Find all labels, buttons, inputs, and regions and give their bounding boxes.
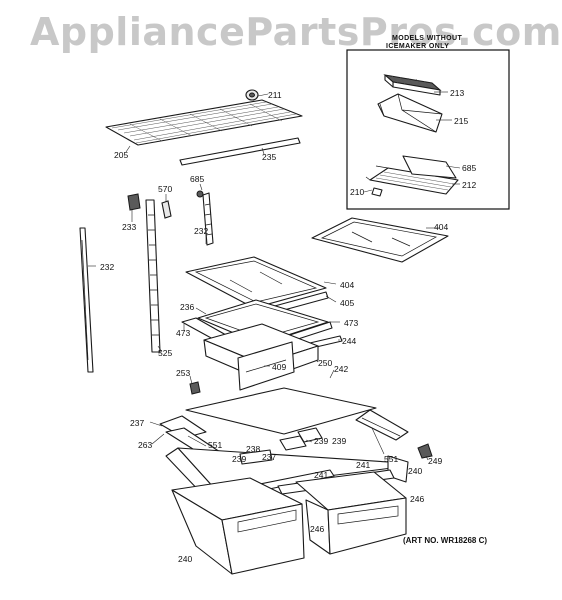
rear-ladder-part (202, 192, 214, 246)
crisper-drawer-right-part (295, 471, 407, 555)
wire-shelf-part (105, 99, 303, 146)
callout-685: 685 (190, 174, 204, 184)
callout-244: 244 (342, 336, 356, 346)
callout-211: 211 (268, 90, 282, 100)
callout-237-center: 237 (262, 452, 276, 462)
callout-213: 213 (450, 88, 464, 98)
callout-215: 215 (454, 116, 468, 126)
crisper-drawer-left-part (171, 477, 305, 575)
callout-205: 205 (114, 150, 128, 160)
callout-246-center: 246 (310, 524, 324, 534)
inset-title-line1: MODELS WITHOUT (392, 35, 462, 42)
callout-235: 235 (262, 152, 276, 162)
callout-685-inset: 685 (462, 163, 476, 173)
callout-240-left: 240 (178, 554, 192, 564)
callout-525: 525 (158, 348, 172, 358)
right-glass-shelf-part (311, 217, 449, 263)
callout-236: 236 (180, 302, 194, 312)
knob-part (245, 89, 259, 101)
callout-237-left: 237 (130, 418, 144, 428)
callout-263: 263 (138, 440, 152, 450)
leader-lines (88, 91, 461, 461)
callout-239-center: 239 (314, 436, 328, 446)
left-long-rail-part (79, 227, 94, 373)
callout-241-right: 241 (356, 460, 370, 470)
callout-242: 242 (334, 364, 348, 374)
callout-473-left: 473 (176, 328, 190, 338)
cover-frame-part (159, 409, 433, 459)
shelf-trim-part (179, 137, 301, 166)
callout-239-left: 239 (232, 454, 246, 464)
callout-labels: 211 205 235 685 570 233 232 232 404 404 … (100, 88, 476, 564)
callout-551-right: 551 (384, 454, 398, 464)
callout-238: 238 (246, 444, 260, 454)
ice-tray-part (383, 74, 442, 96)
ice-bucket-part (377, 93, 443, 133)
callout-241-center: 241 (314, 470, 328, 480)
callout-405: 405 (340, 298, 354, 308)
callout-239-right: 239 (332, 436, 346, 446)
bracket-parts (127, 190, 204, 219)
art-number: (ART NO. WR18268 C) (403, 536, 488, 545)
inset-title-line2: ICEMAKER ONLY (386, 43, 449, 50)
callout-473-right: 473 (344, 318, 358, 328)
watermark-text: AppliancePartsPros.com (30, 10, 562, 54)
callout-253: 253 (176, 368, 190, 378)
callout-232-rear: 232 (194, 226, 208, 236)
callout-551-left: 551 (208, 440, 222, 450)
icemaker-shelf-part (365, 155, 459, 197)
callout-409: 409 (272, 362, 286, 372)
shelf-ladder-part (145, 199, 161, 353)
callout-570: 570 (158, 184, 172, 194)
crisper-cover-part (185, 387, 377, 435)
callout-240-right: 240 (408, 466, 422, 476)
callout-212: 212 (462, 180, 476, 190)
callout-250: 250 (318, 358, 332, 368)
callout-404-right: 404 (434, 222, 448, 232)
callout-210: 210 (350, 187, 364, 197)
drawer-clip-part (189, 381, 201, 395)
callout-246-right: 246 (410, 494, 424, 504)
callout-233: 233 (122, 222, 136, 232)
callout-404-center: 404 (340, 280, 354, 290)
callout-232-side: 232 (100, 262, 114, 272)
callout-249: 249 (428, 456, 442, 466)
